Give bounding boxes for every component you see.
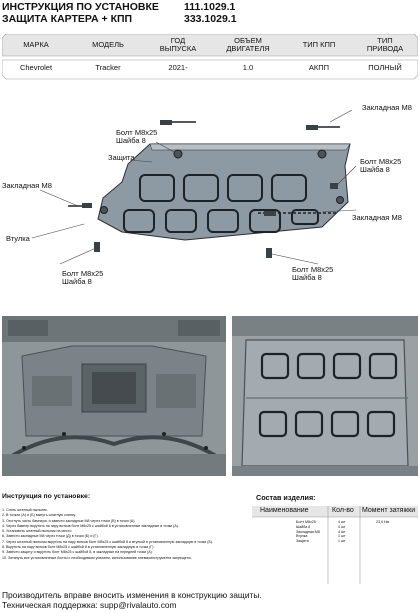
- document-title: ИНСТРУКЦИЯ ПО УСТАНОВКЕ: [2, 1, 159, 13]
- components-header-torque: Момент затяжки: [362, 507, 416, 514]
- product-code-2: 333.1029.1: [184, 13, 237, 25]
- product-title: ЗАЩИТА КАРТЕРА + КПП: [2, 13, 133, 25]
- component-name: Шайба 8: [296, 524, 311, 529]
- spec-table-row: Chevrolet Tracker 2021- 1.0 АКПП ПОЛНЫЙ: [2, 60, 418, 74]
- assembly-drawing: [31, 109, 357, 265]
- spec-header-year: ГОД ВЫПУСКА: [159, 36, 197, 53]
- spec-year: 2021-: [168, 62, 188, 72]
- spec-drive: ПОЛНЫЙ: [368, 62, 402, 72]
- vehicle-spec-table: МАРКА МОДЕЛЬ ГОД ВЫПУСКА ОБЪЕМ ДВИГАТЕЛЯ…: [2, 34, 418, 80]
- component-row: Втулка 1 шт: [252, 534, 418, 539]
- instruction-step: 10. Затянуть все установленные болты с н…: [2, 555, 192, 560]
- spec-model: Tracker: [95, 62, 121, 72]
- instruction-step: 9. Завести защиту и вкрутить болт М8х25 …: [2, 550, 153, 555]
- label-bolt-bottom-right: Болт М8х25 Шайба 8: [292, 265, 334, 282]
- label-bolt-top-left: Болт М8х25 Шайба 8: [116, 128, 158, 145]
- instruction-step: 3. Отогнуть часть бампера, и завести зак…: [2, 518, 136, 523]
- leader-lines: [31, 109, 357, 265]
- component-qty: 4 шт: [338, 529, 346, 534]
- component-qty: 4 шт: [338, 524, 346, 529]
- label-nut-left: Закладная М8: [2, 181, 52, 190]
- components-header-qty: Кол-во: [332, 507, 354, 514]
- component-row: Закладная М8 4 шт: [252, 530, 418, 535]
- installed-shield-illustration: [232, 316, 418, 476]
- footer-disclaimer: Производитель вправе вносить изменения в…: [2, 590, 262, 600]
- component-qty: 4 шт: [338, 520, 346, 524]
- spec-header-engine: ОБЪЕМ ДВИГАТЕЛЯ: [226, 36, 270, 53]
- instructions-title: Инструкция по установке:: [2, 493, 91, 500]
- spec-make: Chevrolet: [19, 62, 53, 72]
- shield-plate: [97, 143, 351, 241]
- instruction-step: 4. Через бампер вкрутить на пару витков …: [2, 523, 179, 528]
- components-table-frame: [252, 506, 418, 584]
- instruction-step: 6. Завести закладные М8 через точки (Д) …: [2, 534, 99, 539]
- spec-header-make: МАРКА: [23, 40, 49, 49]
- label-bushing: Втулка: [6, 234, 30, 243]
- component-name: Закладная М8: [296, 529, 320, 534]
- label-bolt-bottom-left: Болт М8х25 Шайба 8: [62, 269, 104, 286]
- spec-header-gearbox: ТИП КПП: [302, 40, 336, 49]
- instructions-steps: 1. Снять штатный пыльник. 2. В точках (А…: [2, 508, 246, 561]
- spec-header-drive: ТИП ПРИВОДА: [366, 36, 404, 53]
- installed-shield-photo: [232, 316, 418, 476]
- component-row: Защита 1 шт: [252, 539, 418, 544]
- fasteners: [68, 120, 340, 258]
- product-code-1: 111.1029.1: [184, 1, 236, 13]
- component-row: Шайба 8 4 шт: [252, 525, 418, 530]
- spec-engine: 1.0: [242, 62, 254, 72]
- footer-support: Техническая поддержка: supp@rivalauto.co…: [2, 600, 177, 610]
- assembly-diagram: Закладная М8 Болт М8х25 Шайба 8 Защита З…: [0, 82, 420, 302]
- installation-instructions: Инструкция по установке: 1. Снять штатны…: [2, 486, 246, 584]
- components-header: Наименование Кол-во Момент затяжки: [252, 506, 418, 517]
- label-bolt-right: Болт М8х25 Шайба 8: [360, 157, 402, 174]
- underbody-illustration: [2, 316, 226, 476]
- component-torque: 23,0 Нм: [376, 520, 390, 524]
- label-nut-top-right: Закладная М8: [362, 103, 412, 112]
- component-row: Болт М8х25 4 шт 23,0 Нм: [252, 520, 418, 525]
- component-qty: 1 шт: [338, 539, 346, 544]
- instruction-step: 1. Снять штатный пыльник.: [2, 508, 48, 512]
- instruction-step: 7. Через штатный пыльник вкрутить на пар…: [2, 539, 214, 544]
- instruction-step: 8. Вкрутить на пару витков болт М8х25 с …: [2, 545, 155, 550]
- spec-table-frame: [2, 34, 418, 80]
- instruction-step: 2. В точках (А) и (Б) вынуть штатную кли…: [2, 513, 76, 518]
- component-name: Болт М8х25: [296, 520, 316, 524]
- document-header: ИНСТРУКЦИЯ ПО УСТАНОВКЕ ЗАЩИТА КАРТЕРА +…: [0, 0, 420, 30]
- document-footer: Производитель вправе вносить изменения в…: [2, 590, 418, 610]
- components-header-name: Наименование: [260, 507, 309, 514]
- spec-table-header: МАРКА МОДЕЛЬ ГОД ВЫПУСКА ОБЪЕМ ДВИГАТЕЛЯ…: [2, 34, 418, 56]
- components-table: Состав изделия: Наименование Кол-во Моме…: [252, 486, 418, 584]
- underbody-photo: [2, 316, 226, 476]
- component-name: Втулка: [296, 534, 308, 539]
- spec-header-model: МОДЕЛЬ: [92, 40, 124, 49]
- label-nut-right: Закладная М8: [352, 213, 402, 222]
- components-title: Состав изделия:: [256, 493, 316, 502]
- components-rows: Болт М8х25 4 шт 23,0 Нм Шайба 8 4 шт Зак…: [252, 520, 418, 544]
- instruction-step: 5. Установить штатный пыльник на место.: [2, 529, 73, 534]
- component-qty: 1 шт: [338, 534, 346, 539]
- component-name: Защита: [296, 539, 309, 544]
- label-shield: Защита: [108, 153, 135, 162]
- spec-gearbox: АКПП: [308, 62, 330, 72]
